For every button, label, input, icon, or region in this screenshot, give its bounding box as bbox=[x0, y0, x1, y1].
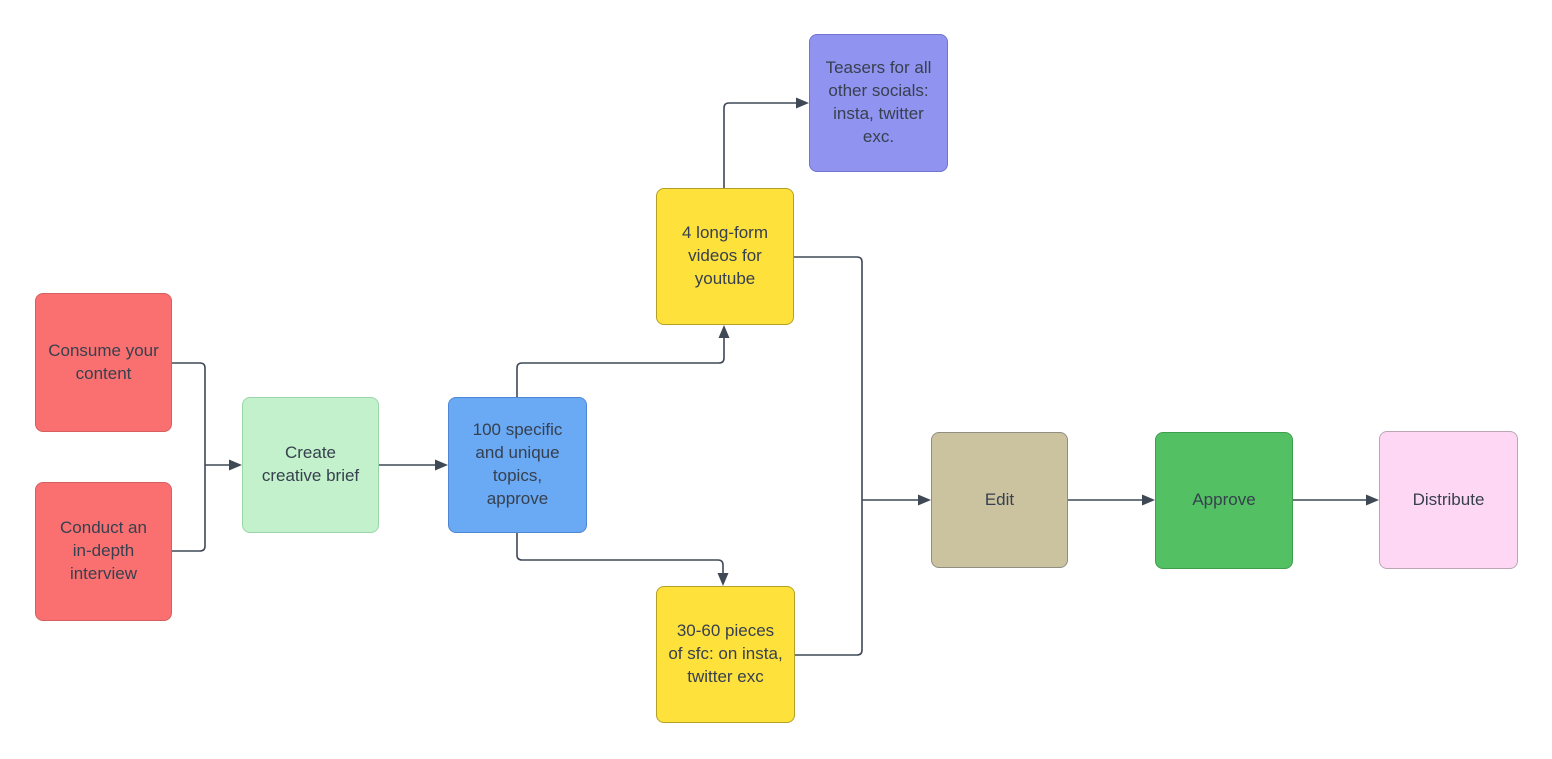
node-teasers[interactable]: Teasers for all other socials: insta, tw… bbox=[809, 34, 948, 172]
connector-topics-to-longform-videos bbox=[516, 336, 725, 397]
connector-longform-videos-to-merge-right bbox=[794, 256, 863, 500]
arrowhead-icon bbox=[918, 494, 931, 506]
node-label: Conduct an in-depth interview bbox=[60, 518, 147, 583]
node-label: Create creative brief bbox=[261, 443, 360, 485]
node-create-brief[interactable]: Create creative brief bbox=[242, 397, 379, 533]
node-shortform-pieces[interactable]: 30-60 pieces of sfc: on insta, twitter e… bbox=[656, 586, 795, 723]
arrowhead-icon bbox=[229, 459, 242, 471]
node-topics[interactable]: 100 specific and unique topics, approve bbox=[448, 397, 587, 533]
node-label: Distribute bbox=[1412, 489, 1485, 509]
connector-consume-content-to-merge-left bbox=[172, 362, 206, 465]
node-distribute[interactable]: Distribute bbox=[1379, 431, 1518, 569]
arrowhead-icon bbox=[1366, 494, 1379, 506]
arrowhead-icon bbox=[718, 325, 730, 338]
node-conduct-interview[interactable]: Conduct an in-depth interview bbox=[35, 482, 172, 621]
node-label: Edit bbox=[984, 489, 1015, 509]
node-label: Consume your content bbox=[48, 340, 159, 383]
arrowhead-icon bbox=[1142, 494, 1155, 506]
connector-shortform-pieces-to-merge-right bbox=[795, 500, 863, 656]
node-label: Approve bbox=[1192, 490, 1256, 510]
node-label: Teasers for all other socials: insta, tw… bbox=[825, 58, 932, 146]
node-consume-content[interactable]: Consume your content bbox=[35, 293, 172, 432]
connector-longform-videos-to-teasers bbox=[723, 102, 798, 188]
arrowhead-icon bbox=[435, 459, 448, 471]
arrowhead-icon bbox=[796, 97, 809, 109]
arrowhead-icon bbox=[717, 573, 729, 586]
connector-conduct-interview-to-merge-left bbox=[172, 465, 206, 552]
node-label: 4 long-form videos for youtube bbox=[682, 223, 768, 288]
connector-topics-to-shortform-pieces bbox=[516, 533, 724, 575]
node-label: 30-60 pieces of sfc: on insta, twitter e… bbox=[668, 621, 783, 686]
node-approve[interactable]: Approve bbox=[1155, 432, 1293, 569]
node-label: 100 specific and unique topics, approve bbox=[472, 420, 563, 508]
node-edit[interactable]: Edit bbox=[931, 432, 1068, 568]
node-longform-videos[interactable]: 4 long-form videos for youtube bbox=[656, 188, 794, 325]
